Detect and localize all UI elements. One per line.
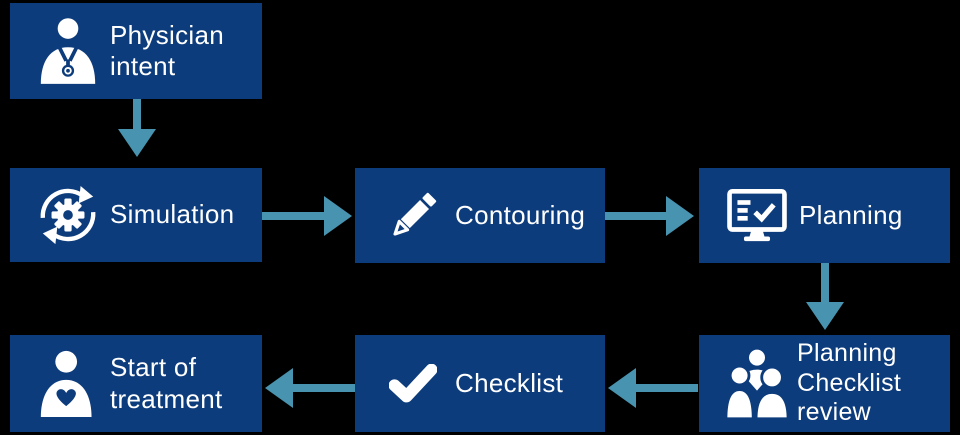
node-label: Contouring — [455, 199, 586, 230]
node-label: Physician intent — [110, 19, 224, 81]
arrow-contouring-to-planning — [605, 196, 694, 236]
checkmark-icon — [379, 364, 447, 403]
person-heart-icon — [34, 350, 102, 417]
arrow-simulation-to-contouring — [262, 196, 352, 236]
arrow-head-down-icon — [118, 129, 156, 157]
arrow-physician-to-simulation — [118, 99, 156, 157]
arrow-head-down-icon — [806, 302, 844, 330]
node-checklist: Checklist — [355, 335, 605, 432]
arrow-planning-to-review — [806, 263, 844, 330]
physician-icon — [34, 18, 102, 84]
node-planning-checklist-review: Planning Checklist review — [699, 335, 950, 432]
arrow-stem — [133, 99, 141, 131]
pencil-icon — [379, 187, 447, 245]
people-group-icon — [723, 349, 791, 419]
node-label: Start of treatment — [110, 352, 223, 414]
arrow-stem — [634, 384, 698, 392]
arrow-head-left-icon — [608, 368, 636, 408]
node-label: Planning Checklist review — [797, 339, 902, 427]
node-label: Simulation — [110, 199, 235, 230]
arrow-head-left-icon — [265, 368, 293, 408]
monitor-checklist-icon — [723, 188, 791, 243]
gear-sync-icon — [34, 184, 102, 246]
node-label: Checklist — [455, 367, 564, 398]
node-label: Planning — [799, 199, 903, 230]
arrow-head-right-icon — [666, 196, 694, 236]
arrow-review-to-checklist — [608, 368, 698, 408]
node-simulation: Simulation — [10, 168, 262, 262]
arrow-stem — [821, 263, 829, 304]
arrow-stem — [605, 212, 668, 220]
node-start-of-treatment: Start of treatment — [10, 335, 262, 432]
node-physician-intent: Physician intent — [10, 3, 262, 99]
arrow-checklist-to-start — [265, 368, 355, 408]
node-planning: Planning — [699, 168, 950, 263]
node-contouring: Contouring — [355, 168, 605, 263]
arrow-stem — [262, 212, 326, 220]
arrow-head-right-icon — [324, 196, 352, 236]
arrow-stem — [291, 384, 355, 392]
